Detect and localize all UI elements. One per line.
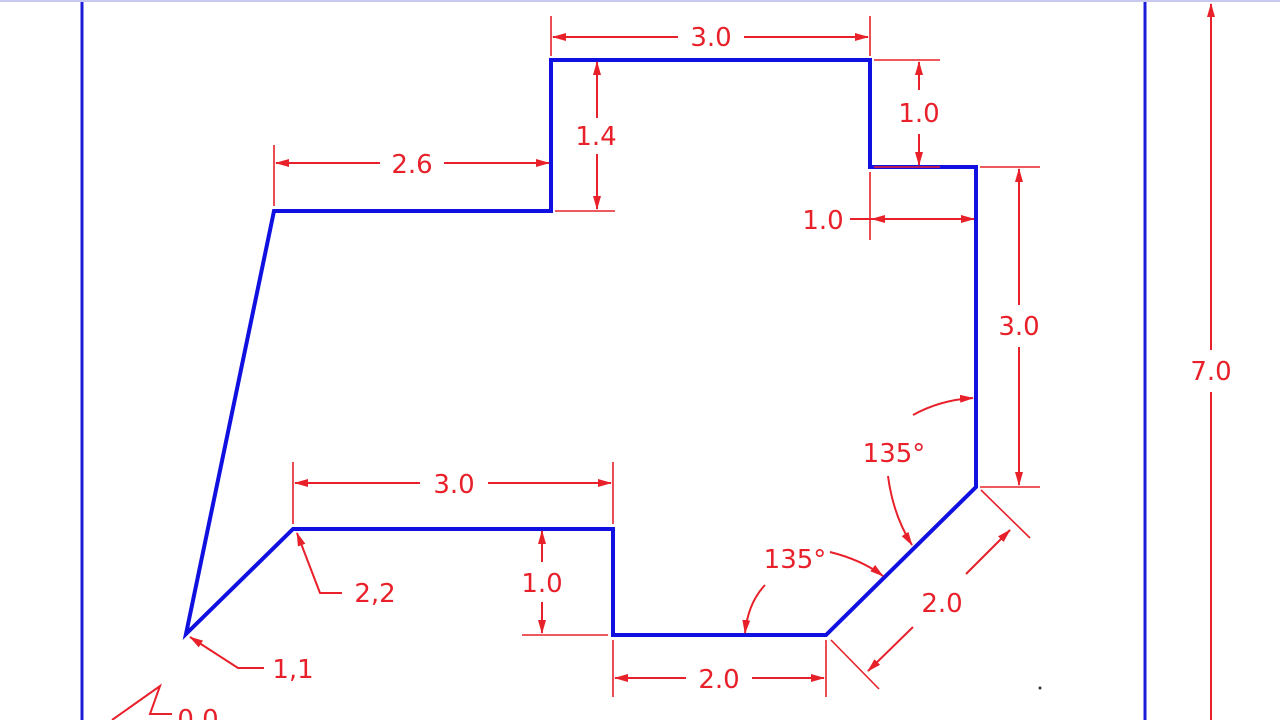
dimension-label-lower-left-width: 3.0 xyxy=(433,470,474,500)
dimension-lower-notch-height: 1.0 xyxy=(521,530,608,636)
dimension-label-upper-notch-height: 1.4 xyxy=(575,122,616,152)
point-leader-1-1: 1,1 xyxy=(189,636,314,685)
dimension-label-top-width: 3.0 xyxy=(690,23,731,53)
dimension-right-top-step: 1.0 xyxy=(874,59,940,168)
part-outline xyxy=(182,58,978,641)
dimension-label-overall-height: 7.0 xyxy=(1190,357,1231,387)
dimension-label-chamfer-length: 2.0 xyxy=(921,589,962,619)
dimension-label-bottom-width: 2.0 xyxy=(698,665,739,695)
dimension-overall-height: 7.0 xyxy=(1190,3,1232,720)
dimension-label-angle-lower: 135° xyxy=(764,545,827,575)
dimension-angle-lower: 135° xyxy=(742,545,884,634)
dimension-label-upper-left-width: 2.6 xyxy=(391,150,432,180)
dimension-angle-upper: 135° xyxy=(863,394,974,546)
dimension-upper-notch-height: 1.4 xyxy=(555,61,617,212)
point-leader-2-2: 2,2 xyxy=(296,532,396,609)
point-label-1-1: 1,1 xyxy=(272,655,313,685)
dimension-lower-left-width: 3.0 xyxy=(292,462,614,524)
dimension-label-angle-upper: 135° xyxy=(863,439,926,469)
dimension-right-height: 3.0 xyxy=(980,166,1040,488)
origin-marker: 0,0 xyxy=(111,683,219,720)
dimension-label-lower-notch-height: 1.0 xyxy=(521,569,562,599)
dimension-top-width: 3.0 xyxy=(550,16,871,56)
dimension-label-right-height: 3.0 xyxy=(998,312,1039,342)
stray-dot xyxy=(1038,686,1042,690)
dimension-right-step-width: 1.0 xyxy=(802,172,975,240)
dimension-label-right-top-step: 1.0 xyxy=(898,99,939,129)
dimension-bottom-width: 2.0 xyxy=(612,640,827,697)
dimension-chamfer-length: 2.0 xyxy=(830,489,1031,690)
point-label-2-2: 2,2 xyxy=(354,579,395,609)
dimension-label-right-step-width: 1.0 xyxy=(802,206,843,236)
dimension-upper-left-width: 2.6 xyxy=(273,145,550,206)
point-label-0-0: 0,0 xyxy=(177,705,218,720)
